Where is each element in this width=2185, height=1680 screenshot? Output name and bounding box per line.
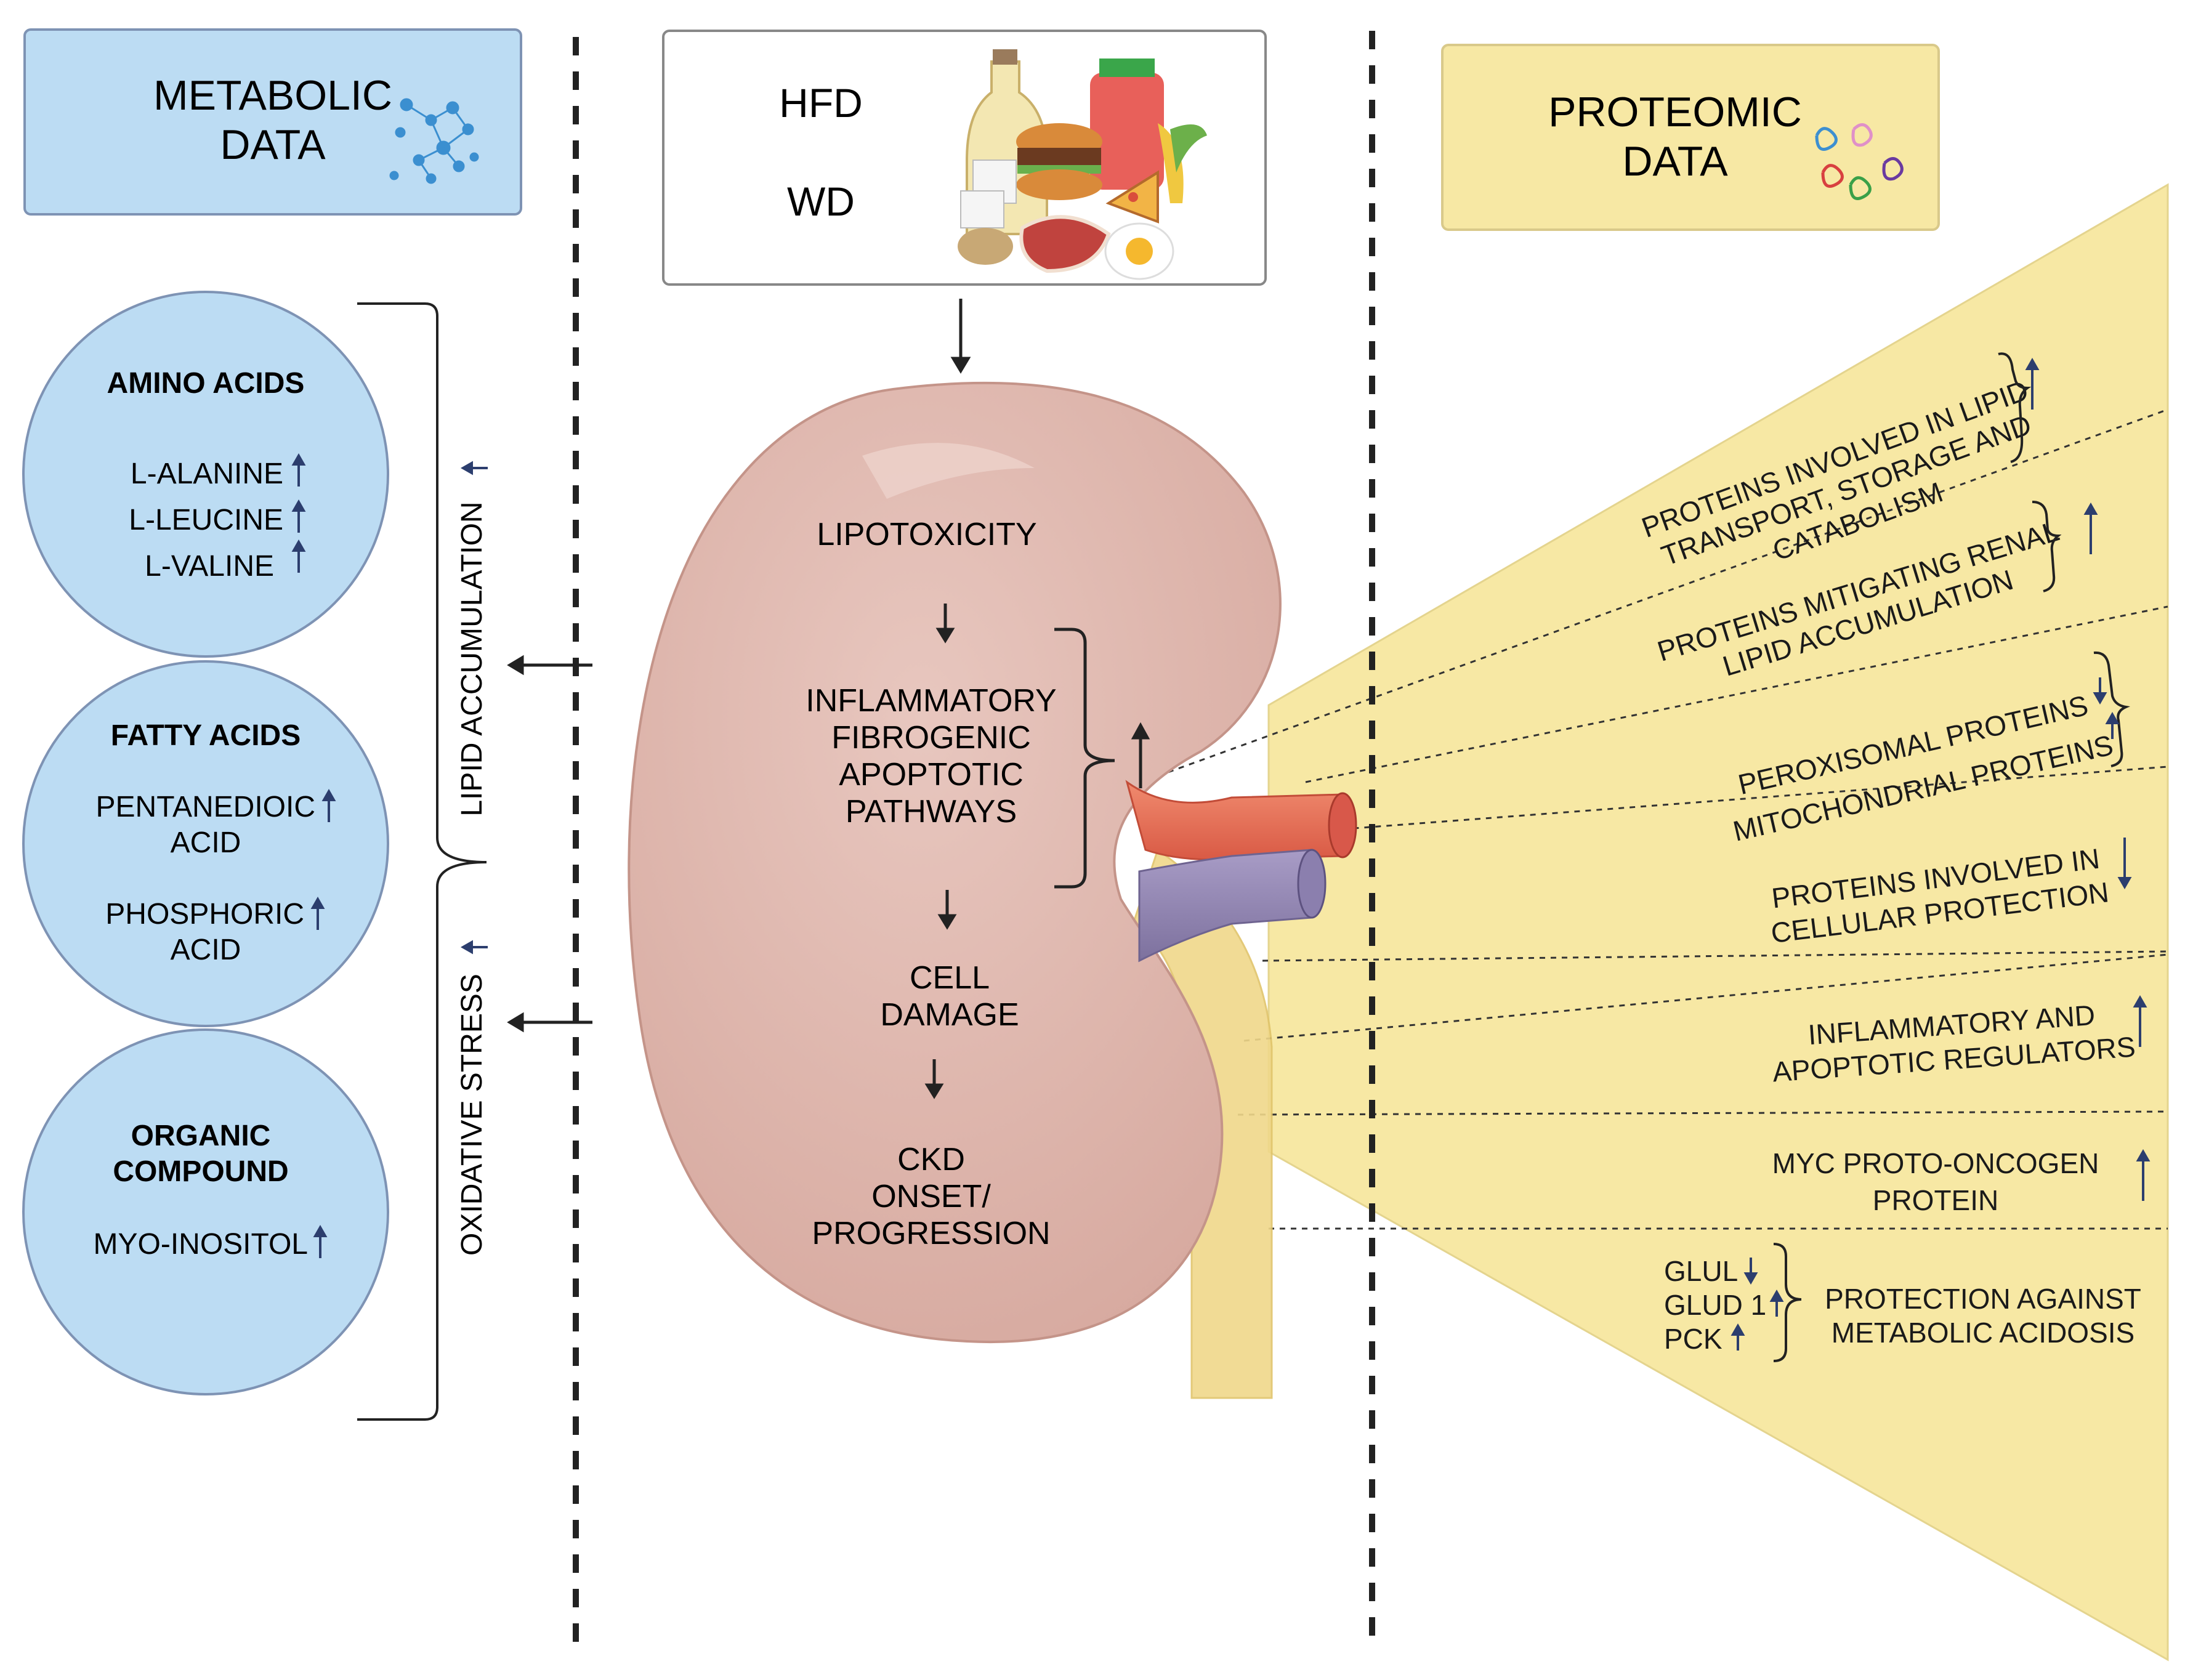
metabolic-header-box	[23, 28, 522, 216]
stage-ckd-line: ONSET/	[871, 1179, 991, 1214]
acidosis-label: METABOLIC ACIDOSIS	[1832, 1317, 2135, 1349]
group-title: COMPOUND	[113, 1155, 288, 1188]
finding-braces	[1773, 352, 2130, 1362]
group-title: AMINO ACIDS	[107, 367, 305, 400]
protein-icon	[1815, 123, 1904, 200]
metabolite-label: PENTANEDIOIC	[96, 791, 315, 823]
diet-to-kidney-arrow	[950, 299, 971, 374]
pathways-up-arrow	[1131, 722, 1150, 788]
up-arrow-icon	[310, 896, 325, 930]
vertical-label-arrows	[460, 461, 488, 955]
trend-arrow-icon	[1731, 1323, 1745, 1351]
proteomic-header-box	[1441, 44, 1940, 231]
finding-line: PROTEIN	[1873, 1184, 1998, 1216]
diet-label-hfd: HFD	[779, 80, 863, 126]
metabolic-title-line2: DATA	[220, 121, 326, 168]
trend-arrow-icon	[2083, 502, 2098, 554]
up-arrow-icon	[291, 453, 306, 487]
food-illustration-icon	[958, 49, 1207, 280]
metabolite-label: L-LEUCINE	[129, 504, 283, 536]
kidney-to-metabolic-arrows	[507, 655, 592, 1033]
stage-pathways-line: PATHWAYS	[846, 794, 1017, 830]
vein-opening	[1297, 849, 1327, 919]
metabolite-label: ACID	[171, 826, 241, 859]
gene-label-glul: GLUL	[1664, 1255, 1738, 1287]
proteomic-title-line2: DATA	[1622, 138, 1728, 185]
diet-label-wd: WD	[787, 179, 855, 224]
molecule-icon	[389, 98, 479, 184]
lipid-accumulation-label: LIPID ACCUMULATION	[456, 501, 488, 816]
stage-cell-damage-line: DAMAGE	[880, 997, 1019, 1033]
stage-lipotoxicity: LIPOTOXICITY	[817, 517, 1036, 552]
kidney-highlight	[862, 443, 1035, 499]
stage-pathways-line: APOPTOTIC	[839, 757, 1024, 793]
kidney-shape	[628, 381, 1282, 1343]
metabolite-label: L-ALANINE	[131, 458, 283, 490]
stage-ckd-line: PROGRESSION	[812, 1216, 1050, 1251]
organic-compound-circle	[22, 1028, 389, 1395]
kidney-flow-arrows	[924, 604, 957, 1099]
gene-label-pck: PCK	[1664, 1323, 1723, 1355]
up-arrow-icon	[313, 1224, 328, 1258]
amino-acids-circle	[22, 291, 389, 658]
metabolic-bracket	[357, 302, 487, 1421]
wedge-dividers	[1157, 408, 2168, 1230]
group-title: ORGANIC	[131, 1120, 271, 1152]
trend-arrow-icon	[2133, 995, 2147, 1047]
oxidative-stress-label: OXIDATIVE STRESS	[456, 974, 488, 1256]
trend-arrow-icon	[1743, 1258, 1758, 1285]
trend-arrow-icon	[2117, 838, 2132, 890]
artery-opening	[1328, 792, 1357, 858]
metabolite-label: ACID	[171, 934, 241, 966]
trend-arrow-icon	[1769, 1289, 1784, 1317]
finding-line: MYC PROTO-ONCOGEN	[1772, 1147, 2099, 1179]
proteomic-wedge	[1267, 183, 2169, 1662]
up-arrow-icon	[291, 499, 306, 533]
metabolite-arrows	[291, 453, 336, 1258]
trend-arrow-icon	[2105, 711, 2120, 739]
acidosis-label: PROTECTION AGAINST	[1825, 1283, 2141, 1315]
gene-label-glud1: GLUD 1	[1664, 1289, 1766, 1321]
pathways-bracket	[1054, 628, 1115, 889]
metabolic-title-line1: METABOLIC	[153, 72, 392, 119]
stage-pathways-line: INFLAMMATORY	[806, 683, 1056, 719]
trend-arrow-icon	[2093, 677, 2107, 705]
stage-cell-damage-line: CELL	[910, 960, 990, 996]
fatty-acids-circle	[22, 660, 389, 1027]
trend-arrow-icon	[2025, 357, 2040, 410]
metabolite-label: MYO-INOSITOL	[94, 1228, 309, 1261]
stage-pathways-line: FIBROGENIC	[831, 720, 1031, 756]
up-arrow-icon	[291, 539, 306, 573]
group-title: FATTY ACIDS	[111, 719, 301, 752]
metabolite-label: L-VALINE	[145, 550, 274, 583]
up-arrow-icon	[321, 788, 336, 822]
metabolite-label: PHOSPHORIC	[105, 898, 304, 931]
proteomic-title-line1: PROTEOMIC	[1548, 89, 1802, 135]
proteomic-arrows	[1731, 357, 2151, 1351]
stage-ckd-line: CKD	[897, 1142, 965, 1177]
trend-arrow-icon	[2136, 1149, 2151, 1201]
